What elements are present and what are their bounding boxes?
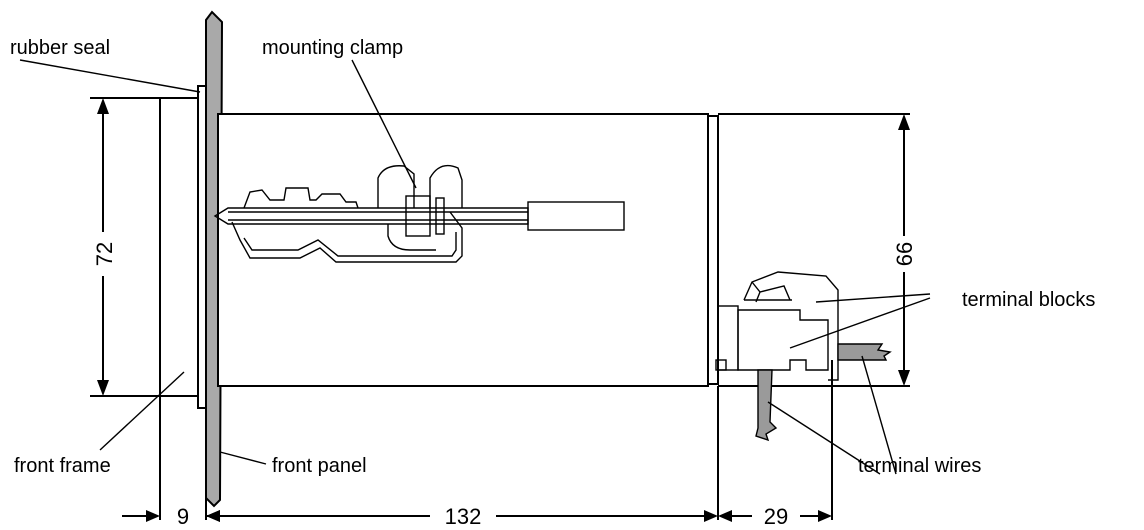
terminal-section bbox=[718, 113, 910, 387]
rubber-seal-label: rubber seal bbox=[10, 37, 110, 59]
leader-lines bbox=[19, 59, 931, 475]
dimension-132: 132 bbox=[206, 504, 718, 529]
housing bbox=[217, 113, 709, 387]
dimension-extension-lines bbox=[159, 360, 833, 520]
dimension-label-132: 132 bbox=[445, 504, 482, 529]
terminal-blocks-label: terminal blocks bbox=[962, 289, 1095, 311]
dimension-label-29: 29 bbox=[764, 504, 788, 529]
mounting-clamp-label: mounting clamp bbox=[262, 37, 403, 59]
terminal-wires-label: terminal wires bbox=[858, 455, 981, 477]
front-frame-label: front frame bbox=[14, 455, 111, 477]
dimension-66: 66 bbox=[892, 114, 917, 386]
dimension-72: 72 bbox=[90, 97, 160, 397]
dimension-label-9: 9 bbox=[177, 504, 189, 529]
front-panel-label: front panel bbox=[272, 455, 367, 477]
dimension-label-72: 72 bbox=[92, 242, 117, 266]
terminal-block bbox=[715, 271, 839, 381]
housing-rear-flange bbox=[707, 115, 719, 385]
mounting-clamp bbox=[213, 164, 625, 263]
dimension-29: 29 bbox=[718, 504, 832, 529]
dimension-label-66: 66 bbox=[892, 242, 917, 266]
terminal-wire bbox=[755, 343, 892, 442]
front-frame bbox=[159, 85, 207, 409]
